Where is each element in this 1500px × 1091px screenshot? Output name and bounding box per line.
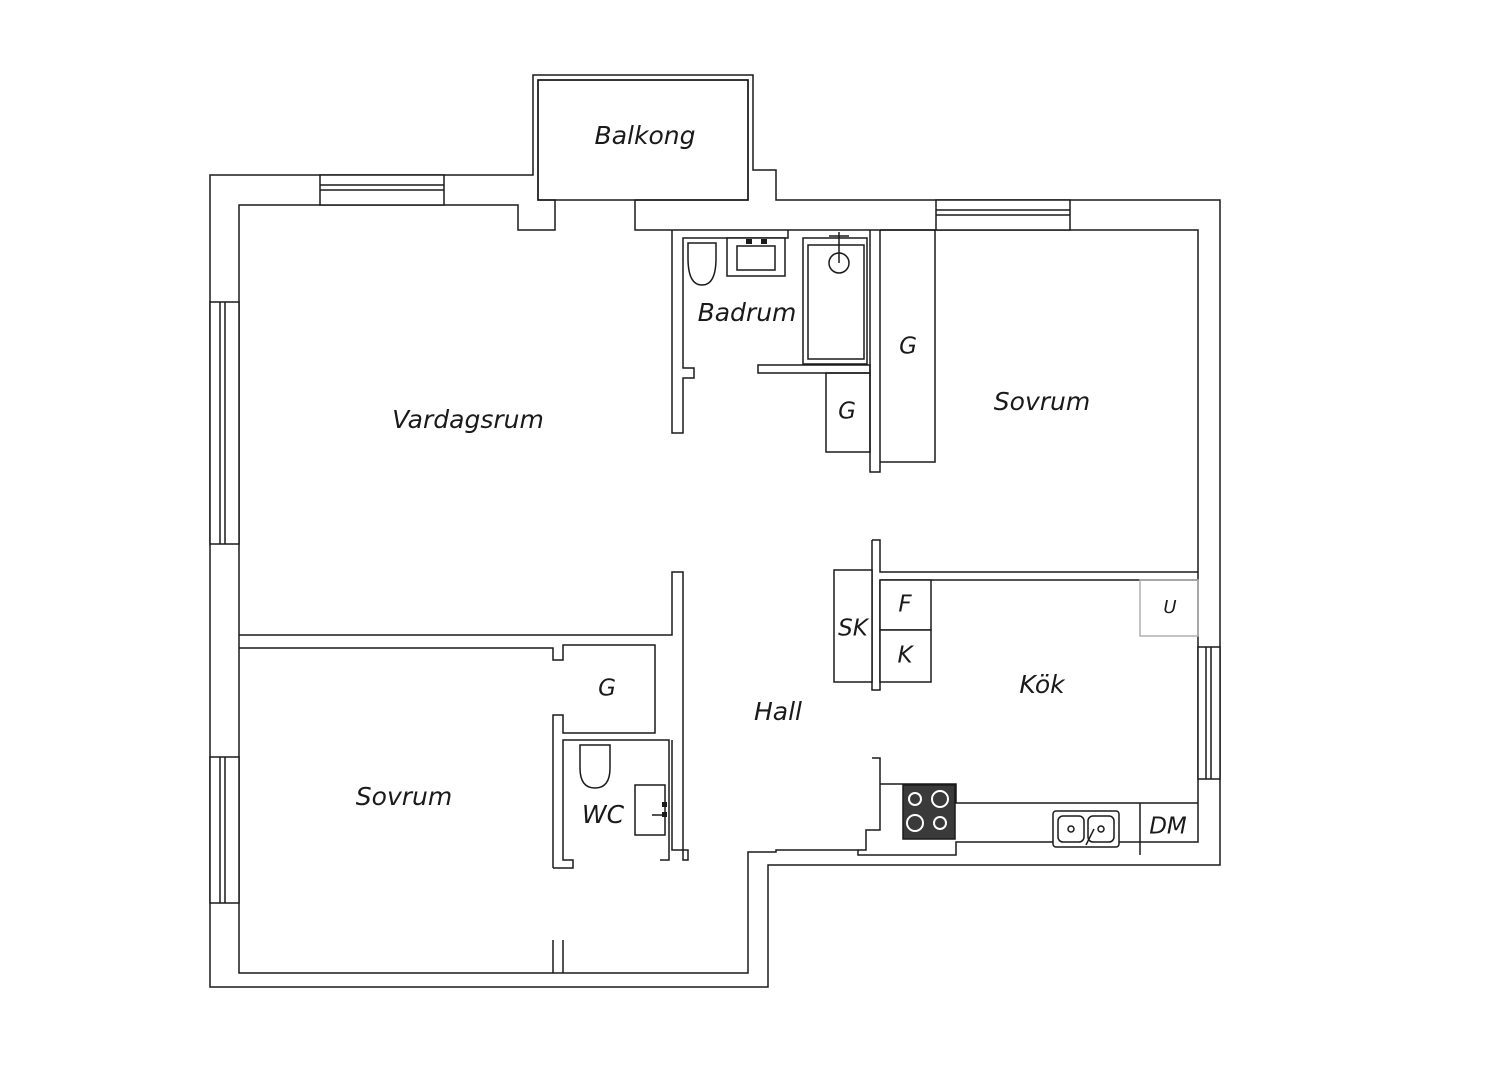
kitchen-fixtures xyxy=(833,569,1199,855)
windows xyxy=(209,174,1221,904)
room-label-sovrum-southwest: Sovrum xyxy=(356,782,452,811)
room-label-hall: Hall xyxy=(754,697,802,726)
room-labels: Balkong Vardagsrum Badrum Sovrum Sovrum … xyxy=(356,121,1090,829)
cabinet-label: U xyxy=(1163,597,1176,618)
storage-cabinet-label: SK xyxy=(838,616,870,642)
fridge-label: F xyxy=(898,592,912,618)
room-label-vardagsrum: Vardagsrum xyxy=(392,405,544,434)
room-label-wc: WC xyxy=(582,800,625,829)
room-label-balkong: Balkong xyxy=(595,121,696,150)
toilet-icon xyxy=(687,242,717,286)
freezer-label: K xyxy=(897,643,914,669)
fixture-labels: G G G SK F K U DM xyxy=(598,334,1187,840)
dishwasher-label: DM xyxy=(1149,814,1187,840)
room-label-sovrum-east: Sovrum xyxy=(994,387,1090,416)
bathroom-fixtures xyxy=(687,232,868,365)
closet-label: G xyxy=(899,334,917,360)
sink-icon xyxy=(634,784,666,836)
wc-fixtures xyxy=(579,744,667,836)
exterior-walls xyxy=(209,74,1221,988)
closet-label: G xyxy=(598,676,616,702)
room-label-kok: Kök xyxy=(1019,670,1066,699)
closet-label: G xyxy=(838,399,856,425)
interior-walls xyxy=(239,229,1198,973)
toilet-icon xyxy=(579,744,611,789)
room-label-badrum: Badrum xyxy=(698,298,797,327)
balcony xyxy=(537,79,749,201)
